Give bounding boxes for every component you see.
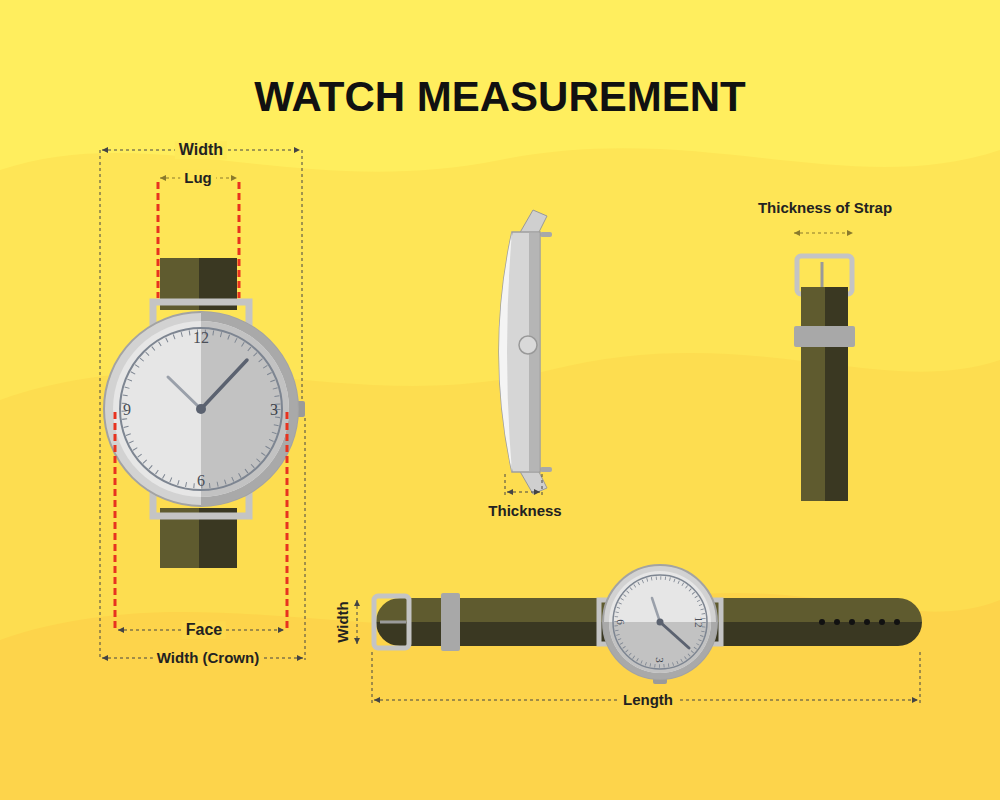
- crown: [519, 336, 537, 354]
- dimension-label: Width (Crown): [153, 650, 263, 667]
- face-guide: [286, 412, 289, 630]
- dial-number: 12: [693, 617, 705, 628]
- dial-ring: [120, 328, 282, 490]
- lug-guide: [238, 182, 241, 298]
- spring-bar: [540, 467, 552, 472]
- strap: [801, 287, 825, 501]
- hand-pivot: [657, 619, 664, 626]
- dial-ticks: [124, 332, 278, 486]
- extension-line: [372, 652, 373, 706]
- buckle-tongue: [380, 621, 406, 624]
- spring-bar: [540, 232, 552, 237]
- background-wave: [0, 148, 1000, 800]
- dimension-label: Thickness of Strap: [758, 200, 892, 217]
- minute-hand: [201, 360, 247, 409]
- title: WATCH MEASUREMENT: [254, 74, 746, 120]
- buckle: [374, 596, 409, 648]
- dimension-line: [794, 232, 853, 233]
- extension-line: [302, 150, 303, 400]
- strap: [825, 287, 848, 501]
- extension-line: [920, 652, 921, 706]
- lug-guide: [157, 182, 160, 298]
- strap-hole: [894, 619, 900, 625]
- minute-hand: [660, 622, 689, 648]
- watch-case-side: [499, 232, 540, 472]
- watch-dial: [609, 571, 711, 673]
- extension-line: [305, 418, 306, 660]
- dimension-line: [357, 600, 358, 644]
- strap-keeper: [794, 326, 855, 347]
- strap-hole: [879, 619, 885, 625]
- dial-number: 3: [654, 657, 666, 663]
- watch-case-shade: [201, 312, 298, 506]
- dial-ticks: [616, 578, 704, 666]
- dimension-label: Width: [335, 601, 352, 643]
- strap-hole: [864, 619, 870, 625]
- dimension-label: Lug: [180, 170, 216, 187]
- dial-number: 3: [270, 401, 278, 419]
- watch-case: [104, 312, 298, 506]
- face-guide: [114, 412, 117, 630]
- dimension-label: Face: [182, 621, 226, 639]
- watch-dial-shade: [201, 321, 289, 497]
- strap-hole: [834, 619, 840, 625]
- dial-number: 6: [197, 472, 205, 490]
- strap-hole: [819, 619, 825, 625]
- dimension-line: [507, 492, 540, 493]
- extension-line: [100, 150, 101, 660]
- dial-ring: [613, 575, 707, 669]
- watch-case-shade: [603, 622, 717, 679]
- dimension-label: Thickness: [488, 503, 561, 520]
- dimension-label: Width: [175, 141, 227, 159]
- watch-dial: [113, 321, 289, 497]
- watch-case: [603, 565, 717, 679]
- extension-line: [505, 474, 506, 496]
- dial-number: 6: [615, 619, 627, 625]
- strap-holes: [819, 619, 900, 625]
- dimension-label: Length: [619, 692, 677, 709]
- strap-keeper: [441, 593, 460, 651]
- dial-number: 12: [193, 329, 209, 347]
- hour-hand: [652, 598, 660, 622]
- dial-number: 9: [123, 401, 131, 419]
- hand-pivot: [196, 404, 206, 414]
- strap-hole: [849, 619, 855, 625]
- crystal: [499, 232, 512, 472]
- background-wave: [0, 593, 1000, 800]
- extension-line: [542, 474, 543, 496]
- hour-hand: [168, 377, 201, 409]
